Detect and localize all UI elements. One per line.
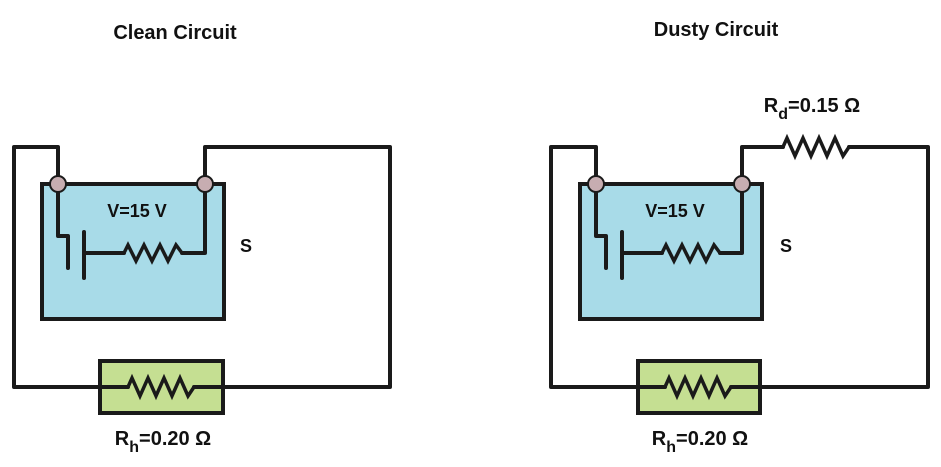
dust-resistor-label: Rd=0.15 Ω [764,95,860,123]
heater-symbol: R [115,428,130,450]
heater-label: Rh=0.20 Ω [115,428,211,456]
terminal-right [196,175,214,193]
source-label: S [780,236,792,256]
dust-lead-left [740,145,785,186]
heater-value: =0.20 Ω [676,428,748,450]
dust-resistor-symbol: R [764,95,779,117]
dust-resistor-icon [781,133,851,161]
terminal-right [733,175,751,193]
heater-resistor-icon [663,373,733,401]
terminal-left [587,175,605,193]
internal-resistor-icon [122,241,184,265]
clean-circuit-title: Clean Circuit [113,22,237,44]
heater-resistor-icon [126,373,196,401]
voltage-label: V=15 V [107,201,167,221]
heater-symbol: R [652,428,667,450]
dust-resistor-subscript: d [778,106,788,123]
heater-value: =0.20 Ω [139,428,211,450]
internal-resistor-icon [660,241,722,265]
terminal-left [49,175,67,193]
internal-return-wire [718,182,744,255]
left-wire [549,145,640,389]
right-wire [203,145,392,389]
heater-subscript: h [666,439,676,456]
voltage-label: V=15 V [645,201,705,221]
right-wire [758,145,930,389]
dusty-circuit-title: Dusty Circuit [654,19,779,41]
heater-subscript: h [129,439,139,456]
source-label: S [240,236,252,256]
left-wire [12,145,102,389]
internal-return-wire [180,182,207,255]
clean-circuit: Clean Circuit V=15 V S Rh=0.20 Ω [12,22,392,456]
dust-resistor-value: =0.15 Ω [788,95,860,117]
heater-label: Rh=0.20 Ω [652,428,748,456]
dusty-circuit: Dusty Circuit V=15 V S Rd=0.15 Ω Rh=0.20… [549,19,930,456]
